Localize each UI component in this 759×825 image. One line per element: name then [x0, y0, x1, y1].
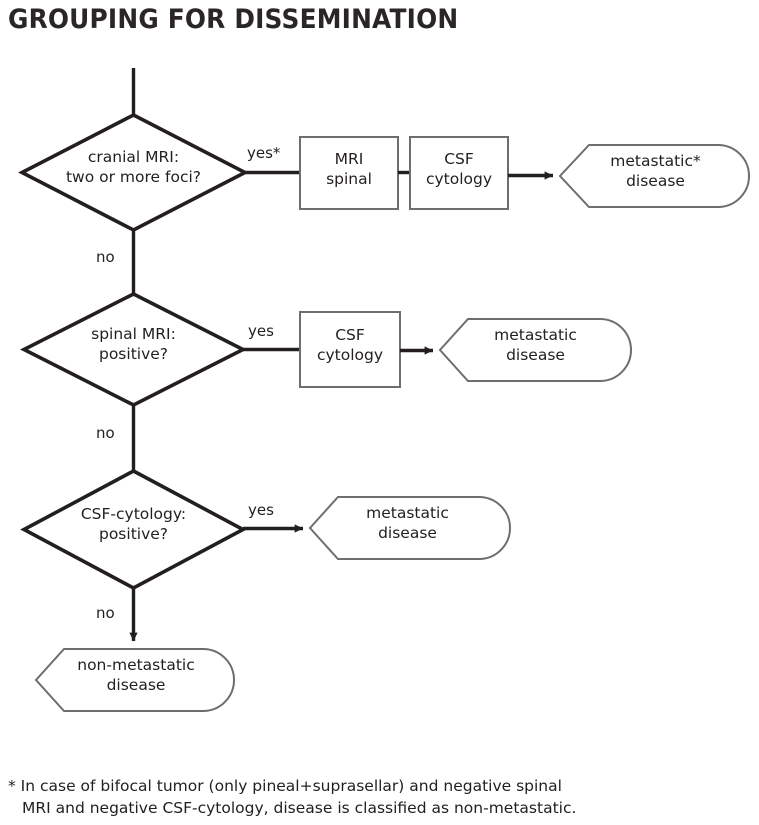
process-mri-spinal — [299, 136, 399, 210]
decision-spinal-mri — [20, 291, 247, 408]
edge-label-cranial-yes: yes* — [247, 144, 281, 162]
decision-csf-cytology — [20, 468, 247, 591]
edge-label-cranial-no: no — [96, 248, 115, 266]
terminator-metastatic-row3 — [308, 496, 511, 560]
flowchart-diagram — [18, 68, 750, 712]
page-title: GROUPING FOR DISSEMINATION — [8, 4, 459, 35]
edge-label-spinal-no: no — [96, 424, 115, 442]
decision-cranial-mri — [18, 112, 249, 233]
edge-label-csf-yes: yes — [248, 501, 274, 519]
footnote: * In case of bifocal tumor (only pineal+… — [8, 775, 748, 820]
terminator-metastatic-row2 — [438, 318, 632, 382]
edge-label-csf-no: no — [96, 604, 115, 622]
footnote-line-2: MRI and negative CSF-cytology, disease i… — [22, 799, 577, 818]
terminator-metastatic-starred — [558, 144, 750, 208]
terminator-non-metastatic — [34, 648, 235, 712]
process-csf-cytology-2 — [299, 311, 401, 388]
edge-label-spinal-yes: yes — [248, 322, 274, 340]
footnote-line-1: * In case of bifocal tumor (only pineal+… — [8, 777, 562, 795]
process-csf-cytology-1 — [409, 136, 509, 210]
